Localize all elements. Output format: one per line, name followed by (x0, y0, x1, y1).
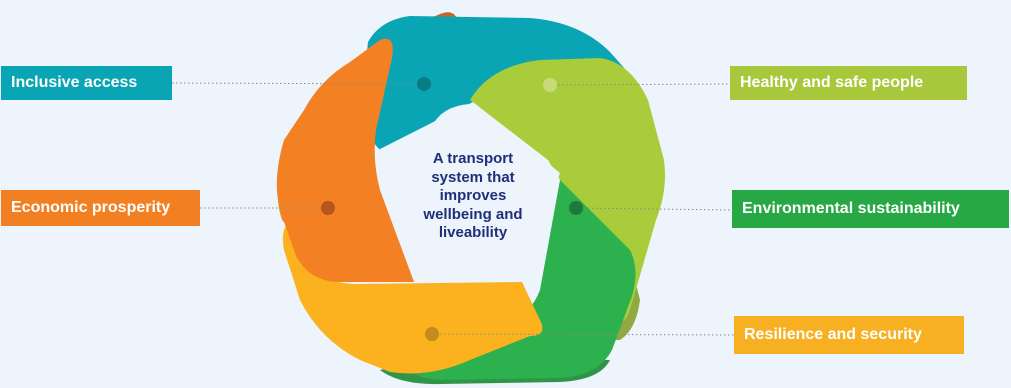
center-line: system that (431, 168, 515, 186)
center-line: wellbeing and (423, 205, 523, 223)
center-line: liveability (438, 224, 508, 241)
connectors (171, 82, 735, 336)
label-resilience-security: Resilience and security (734, 316, 964, 354)
petal-resilience (282, 220, 543, 374)
dot-economic (321, 201, 335, 215)
label-healthy-safe: Healthy and safe people (730, 66, 967, 100)
petal-economic (276, 38, 414, 282)
label-economic-prosperity: Economic prosperity (1, 190, 200, 226)
dot-healthy (543, 78, 557, 92)
center-pentagon (378, 102, 560, 282)
center-line: improves (439, 187, 507, 204)
dot-inclusive (417, 77, 431, 91)
center-statement: A transport system that improves wellbei… (398, 150, 548, 243)
center-line: A transport (432, 150, 514, 167)
dot-resilience (425, 327, 439, 341)
label-inclusive-access: Inclusive access (1, 66, 172, 100)
label-environmental-sustainability: Environmental sustainability (732, 190, 1009, 228)
dot-environmental (569, 201, 583, 215)
